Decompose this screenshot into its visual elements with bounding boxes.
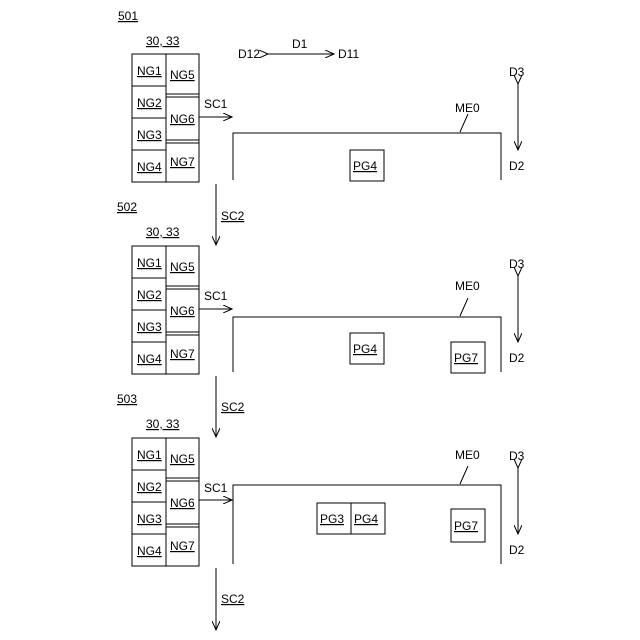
group-label: 30, 33: [146, 34, 180, 48]
ng-cell: NG6: [170, 304, 195, 318]
ng-cell: NG6: [170, 112, 195, 126]
ng-cell: NG5: [170, 452, 195, 466]
d2-label: D2: [509, 159, 525, 173]
ng-cell: NG4: [137, 352, 162, 366]
ng-cell: NG6: [170, 496, 195, 510]
ng-cell: NG5: [170, 68, 195, 82]
pg-label: PG4: [353, 342, 377, 356]
me0-label: ME0: [455, 448, 480, 462]
step-label: 503: [117, 392, 137, 406]
step-501: 501 30, 33 NG1 NG2 NG3 NG4 NG5 NG6 NG7 S…: [118, 9, 525, 245]
d1-label: D1: [292, 37, 308, 51]
pg-label: PG7: [454, 351, 478, 365]
ng-cell: NG3: [137, 320, 162, 334]
ng-cell: NG2: [137, 288, 162, 302]
me0-label: ME0: [455, 279, 480, 293]
ng-cell: NG1: [137, 448, 162, 462]
step-503: 503 30, 33 NG1 NG2 NG3 NG4 NG5 NG6 NG7 S…: [117, 392, 525, 630]
ng-cell: NG3: [137, 128, 162, 142]
ng-cell: NG3: [137, 512, 162, 526]
pg-label: PG7: [454, 519, 478, 533]
d3-label: D3: [509, 257, 525, 271]
pg-label: PG4: [354, 512, 378, 526]
d12-label: D12: [238, 47, 260, 61]
ng-cell: NG1: [137, 64, 162, 78]
pg-label: PG3: [320, 512, 344, 526]
ng-cell: NG7: [170, 347, 195, 361]
ng-cell: NG7: [170, 539, 195, 553]
d1-axis-legend: D1 D12 D11: [238, 37, 359, 61]
ng-cell: NG5: [170, 260, 195, 274]
sc2-label: SC2: [221, 592, 245, 606]
sc2-label: SC2: [221, 400, 245, 414]
me0-label: ME0: [455, 101, 480, 115]
sc1-label: SC1: [204, 481, 228, 495]
me0-leader: [460, 466, 468, 484]
ng-cell: NG4: [137, 160, 162, 174]
d11-label: D11: [338, 47, 359, 61]
sc1-label: SC1: [204, 289, 228, 303]
step-502: 502 30, 33 NG1 NG2 NG3 NG4 NG5 NG6 NG7 S…: [117, 200, 525, 437]
pg-label: PG4: [353, 159, 377, 173]
ng-cell: NG1: [137, 256, 162, 270]
me0-leader: [460, 114, 468, 132]
d3-label: D3: [509, 65, 525, 79]
group-label: 30, 33: [146, 417, 180, 431]
step-label: 501: [118, 9, 138, 23]
ng-cell: NG2: [137, 480, 162, 494]
sc2-label: SC2: [221, 209, 245, 223]
sc1-label: SC1: [204, 97, 228, 111]
ng-cell: NG7: [170, 155, 195, 169]
ng-cell: NG4: [137, 544, 162, 558]
me0-leader: [460, 298, 468, 316]
step-label: 502: [117, 200, 137, 214]
d2-label: D2: [509, 543, 525, 557]
d3-label: D3: [509, 449, 525, 463]
group-label: 30, 33: [146, 225, 180, 239]
d2-label: D2: [509, 351, 525, 365]
ng-cell: NG2: [137, 96, 162, 110]
